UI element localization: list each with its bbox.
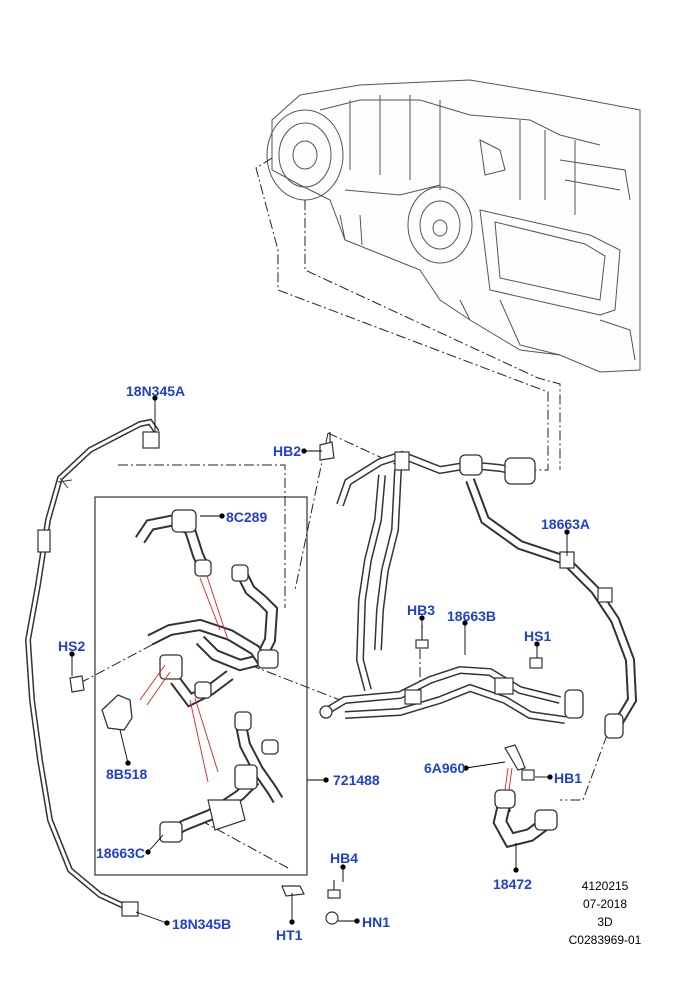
callout-HS1: HS1 <box>524 628 552 644</box>
hose-18472 <box>492 744 558 849</box>
callout-HB4: HB4 <box>330 850 359 866</box>
assembly-box-721488 <box>94 496 308 876</box>
drawing-code: C0283969-01 <box>568 933 642 947</box>
fasteners <box>69 432 543 925</box>
callout-6A960: 6A960 <box>424 760 466 776</box>
callout-HT1: HT1 <box>276 927 303 943</box>
callout-HS2: HS2 <box>58 638 86 654</box>
callout-leaders <box>69 395 570 926</box>
drawing-view: 3D <box>597 915 613 929</box>
callout-HN1: HN1 <box>362 914 391 930</box>
callout-HB1: HB1 <box>554 770 583 786</box>
fastener-HB2 <box>319 432 335 461</box>
callout-18663A: 18663A <box>541 516 591 532</box>
fastener-HB3 <box>415 625 429 649</box>
main-pipe-assembly <box>319 450 584 724</box>
callout-18N345B: 18N345B <box>172 916 232 932</box>
callout-18472: 18472 <box>493 876 532 892</box>
fastener-HB4 <box>327 880 341 899</box>
fastener-HB1 <box>521 769 535 781</box>
callout-HB3: HB3 <box>407 602 436 618</box>
callout-18N345A: 18N345A <box>126 383 186 399</box>
red-reference-lines <box>139 575 513 791</box>
callout-8B518: 8B518 <box>106 766 148 782</box>
drawing-number: 4120215 <box>581 879 629 893</box>
callout-721488: 721488 <box>333 772 380 788</box>
drawing-date: 07-2018 <box>582 897 628 911</box>
hose-18N345 <box>24 418 160 917</box>
callout-18663B: 18663B <box>447 608 497 624</box>
fastener-HS2 <box>69 675 85 693</box>
callout-HB2: HB2 <box>273 443 302 459</box>
fastener-HT1 <box>281 885 305 897</box>
fastener-HN1 <box>325 911 339 925</box>
fastener-HS1 <box>529 657 543 669</box>
callout-8C289: 8C289 <box>226 509 268 525</box>
hose-18663A <box>465 478 638 739</box>
callout-18663C: 18663C <box>96 845 146 861</box>
hvac-unit-illustration <box>266 79 641 373</box>
